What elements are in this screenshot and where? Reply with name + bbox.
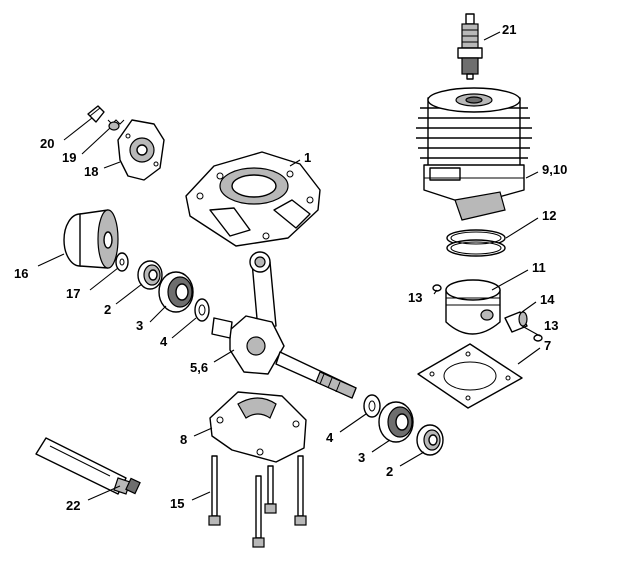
spark-plug <box>457 13 483 80</box>
callout-3-right: 3 <box>358 450 365 465</box>
callout-13-left: 13 <box>408 290 422 305</box>
leader-lines <box>37 31 541 501</box>
callout-7: 7 <box>544 338 551 353</box>
callout-22: 22 <box>66 498 80 513</box>
callout-21: 21 <box>502 22 516 37</box>
cylinder-gasket <box>417 343 523 409</box>
callout-18: 18 <box>84 164 98 179</box>
callout-16: 16 <box>14 266 28 281</box>
piston-pin <box>504 311 528 333</box>
ball-bearing-right <box>378 401 414 443</box>
clutch-drum-16 <box>63 209 119 269</box>
callout-19: 19 <box>62 150 76 165</box>
washer-17 <box>115 252 129 272</box>
callout-20: 20 <box>40 136 54 151</box>
cylinder <box>416 87 532 221</box>
washer-right <box>363 394 381 418</box>
crankcase-lower <box>209 391 307 463</box>
callout-2-left: 2 <box>104 302 111 317</box>
piston <box>445 279 501 335</box>
washer-left <box>194 298 210 322</box>
grease-tube <box>35 437 141 495</box>
callout-8: 8 <box>180 432 187 447</box>
callout-12: 12 <box>542 208 556 223</box>
crankshaft <box>211 251 357 399</box>
callout-14: 14 <box>540 292 555 307</box>
oil-seal-right <box>416 424 444 456</box>
callout-9-10: 9,10 <box>542 162 567 177</box>
crankcase-upper <box>185 151 321 247</box>
circlip-lower <box>533 334 543 342</box>
screws-15 <box>208 455 307 548</box>
callout-2-right: 2 <box>386 464 393 479</box>
oil-seal-left <box>137 260 163 290</box>
callout-1: 1 <box>304 150 311 165</box>
callout-13-right: 13 <box>544 318 558 333</box>
callout-15: 15 <box>170 496 184 511</box>
fan-housing-18 <box>117 119 165 181</box>
callout-5-6: 5,6 <box>190 360 208 375</box>
ball-bearing-left <box>158 271 194 313</box>
circlip-upper <box>432 284 442 292</box>
callout-labels: 21 1 9,10 12 11 14 13 13 7 20 19 18 16 1… <box>14 22 567 513</box>
callout-11: 11 <box>532 260 546 275</box>
callout-4-left: 4 <box>160 334 168 349</box>
callout-3-left: 3 <box>136 318 143 333</box>
callout-4-right: 4 <box>326 430 334 445</box>
spring-19 <box>107 119 125 131</box>
callout-17: 17 <box>66 286 80 301</box>
piston-rings <box>446 229 506 257</box>
